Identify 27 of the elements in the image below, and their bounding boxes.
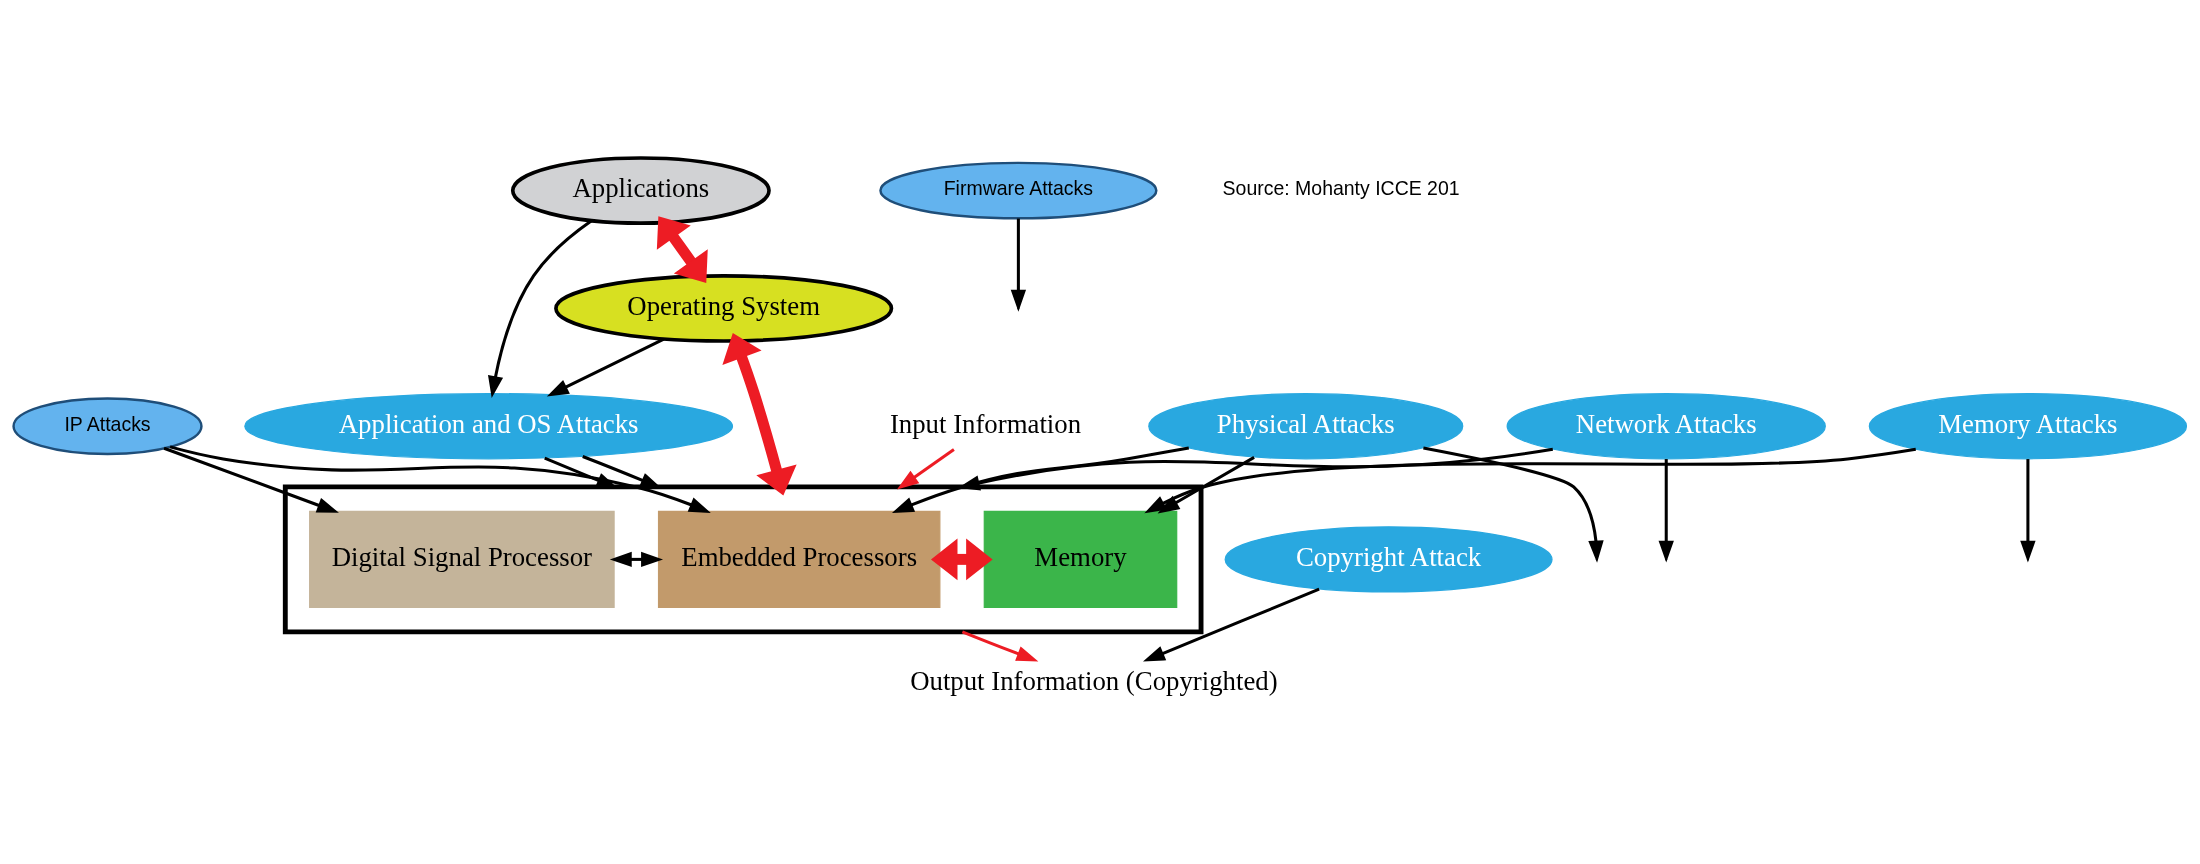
arrow xyxy=(163,446,339,513)
cluster xyxy=(282,484,1204,635)
node-text: Output Information (Copyrighted) xyxy=(910,665,1278,696)
arrow xyxy=(488,219,593,398)
node-ellipse: Firmware Attacks xyxy=(879,161,1158,220)
arrow xyxy=(546,337,665,397)
node-box: Digital Signal Processor xyxy=(309,510,615,609)
arrow xyxy=(961,630,1039,662)
arrow xyxy=(1143,587,1320,662)
node-ellipse: IP Attacks xyxy=(12,397,203,456)
node-ellipse: Physical Attacks xyxy=(1148,393,1464,460)
label: Source: Mohanty ICCE 201 xyxy=(1222,177,1460,200)
node-ellipse: Applications xyxy=(510,156,771,225)
arrow xyxy=(609,551,664,568)
arrow xyxy=(896,448,955,490)
node-ellipse: Memory Attacks xyxy=(1868,393,2188,460)
arrow xyxy=(656,216,708,283)
node-ellipse: Copyright Attack xyxy=(1224,526,1553,593)
node-ellipse: Application and OS Attacks xyxy=(244,393,734,460)
arrow xyxy=(169,445,711,513)
arrow xyxy=(931,538,993,581)
node-text: Input Information xyxy=(889,409,1082,440)
arrow xyxy=(722,332,797,496)
node-ellipse: Operating System xyxy=(554,274,894,343)
node-box: Memory xyxy=(983,510,1178,609)
node-ellipse: Network Attacks xyxy=(1506,393,1826,460)
node-box: Embedded Processors xyxy=(657,510,941,609)
